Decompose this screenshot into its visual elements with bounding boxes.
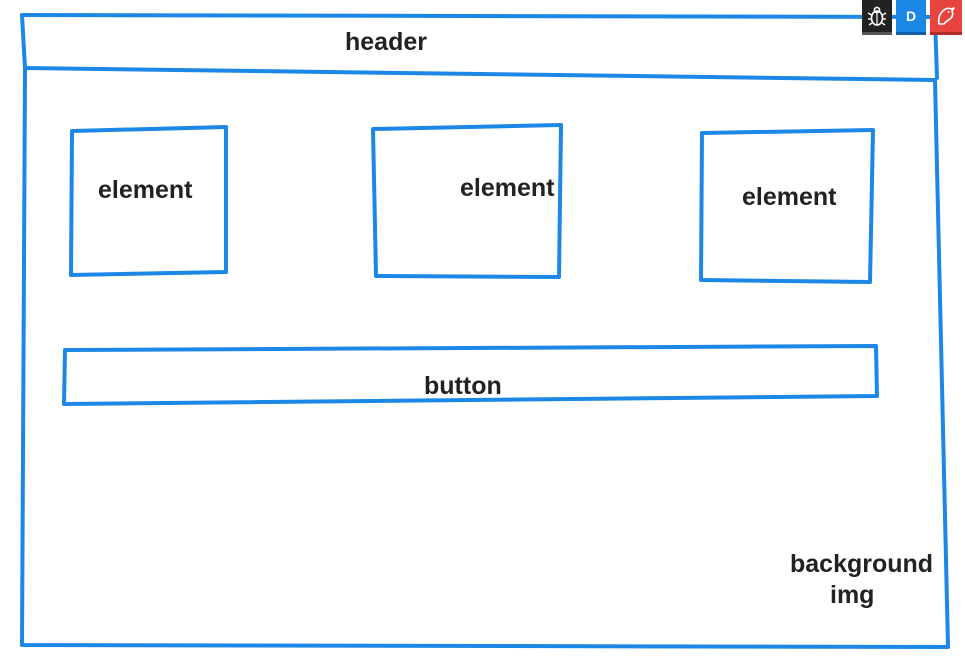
bug-icon-glyph (867, 6, 887, 26)
background-label-line1: background (790, 550, 933, 578)
element-label-1: element (98, 176, 193, 204)
background-label-line2: img (830, 581, 874, 609)
bug-icon[interactable] (862, 0, 892, 35)
element-label-3: element (742, 183, 837, 211)
element-box-2: element (371, 123, 563, 279)
letter-d-badge[interactable]: D (896, 0, 926, 35)
element-box-3: element (699, 128, 875, 284)
button-label: button (424, 372, 502, 400)
bird-icon-glyph (937, 7, 955, 25)
header-label: header (345, 28, 427, 56)
button-box: button (62, 344, 879, 406)
bird-icon[interactable] (930, 0, 962, 35)
header-outline-bottom (20, 13, 937, 82)
header-box: header (20, 13, 939, 82)
page-frame (20, 68, 950, 649)
element-label-2: element (460, 174, 555, 202)
element-box-1: element (69, 125, 228, 277)
letter-d-badge-text: D (905, 8, 917, 24)
